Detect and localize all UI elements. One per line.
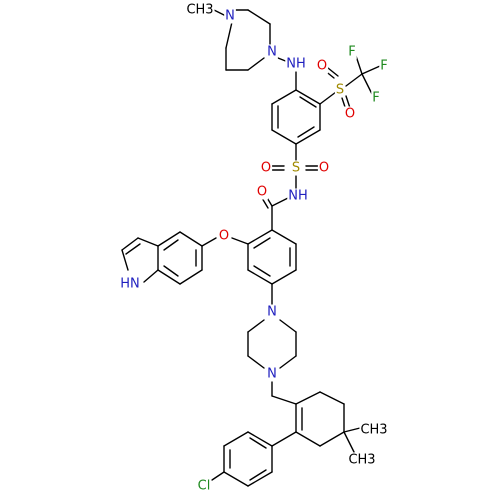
label-halo <box>266 304 278 320</box>
label-halo <box>343 106 357 122</box>
atom-o-m2: O <box>319 161 329 176</box>
atom-o-s2: O <box>345 107 355 122</box>
atom-ch3-b: CH3 <box>348 453 375 468</box>
label-halo <box>196 478 212 494</box>
atom-nh-top: NH <box>286 57 306 72</box>
label-halo <box>359 422 389 438</box>
atom-ch3-top: CH3 <box>186 3 213 18</box>
label-halo <box>371 90 381 106</box>
atom-n-pip-b1: N <box>267 305 277 320</box>
atom-cl: Cl <box>198 479 211 494</box>
label-halo <box>185 2 215 18</box>
atom-nh-amide: NH <box>288 189 308 204</box>
bond-lines <box>121 9 381 487</box>
label-halo <box>119 276 141 292</box>
atom-n-pip-b2: N <box>267 367 277 382</box>
atom-ch3-a: CH3 <box>360 423 387 438</box>
label-halo <box>347 44 357 60</box>
atom-hn-indole: HN <box>120 277 140 292</box>
label-halo <box>290 160 302 176</box>
label-halo <box>285 56 307 72</box>
atom-o-s1: O <box>317 59 327 74</box>
label-halo <box>347 452 377 468</box>
label-halo <box>259 160 273 176</box>
atom-s-mid: S <box>292 161 300 176</box>
label-halo <box>287 188 309 204</box>
label-halo <box>224 8 236 24</box>
atom-o-carbonyl: O <box>257 185 267 200</box>
label-halo <box>315 58 329 74</box>
atom-f3: F <box>372 91 379 106</box>
atom-labels: CH3 N N NH S O O F F F S O O NH O O HN N… <box>119 2 389 494</box>
atom-s-cf3: S <box>336 83 344 98</box>
label-halo <box>334 82 346 98</box>
atom-n-methyl: N <box>225 9 235 24</box>
atom-f1: F <box>348 45 355 60</box>
label-halo <box>317 160 331 176</box>
label-halo <box>266 44 278 60</box>
label-halo <box>266 366 278 382</box>
label-halo <box>255 184 269 200</box>
atom-o-m1: O <box>261 161 271 176</box>
atom-f2: F <box>380 59 387 74</box>
label-halo <box>217 228 231 244</box>
atom-o-ether: O <box>219 229 229 244</box>
label-halo <box>379 58 389 74</box>
atom-n-pip-top: N <box>267 45 277 60</box>
